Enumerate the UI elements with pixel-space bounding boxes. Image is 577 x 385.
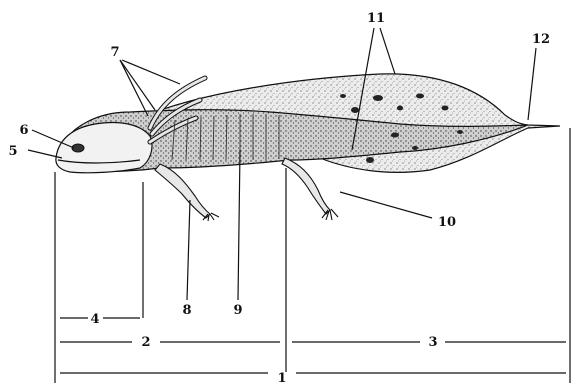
- hind-limb: [282, 158, 330, 214]
- fore-limb: [155, 164, 210, 218]
- label-9: 9: [233, 303, 242, 318]
- label-3: 3: [428, 335, 437, 350]
- label-5: 5: [8, 144, 17, 159]
- head: [56, 123, 152, 173]
- label-12: 12: [532, 32, 550, 47]
- label-8: 8: [182, 303, 191, 318]
- measure-lines: [60, 318, 566, 373]
- label-11: 11: [367, 11, 385, 26]
- label-7: 7: [110, 45, 119, 60]
- label-2: 2: [141, 335, 150, 350]
- label-1: 1: [277, 371, 286, 385]
- label-6: 6: [19, 123, 28, 138]
- label-4: 4: [90, 312, 99, 327]
- label-10: 10: [438, 215, 456, 230]
